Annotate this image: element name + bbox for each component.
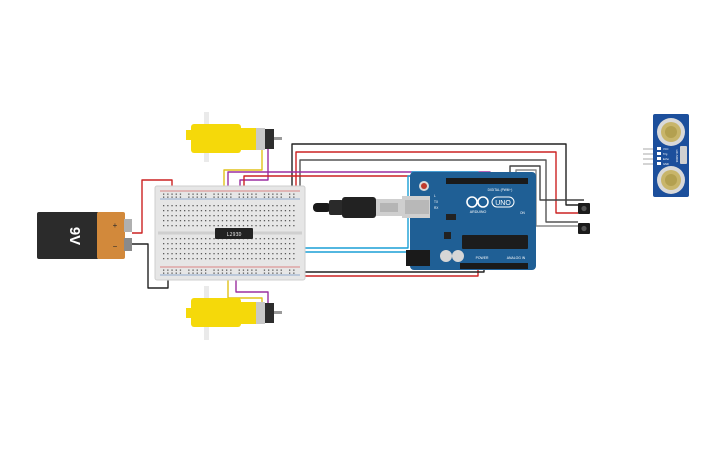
ultrasonic-sensor[interactable]: VCC Trig Echo GND HC-SR04 (643, 114, 689, 197)
ir-sensor-2[interactable] (578, 223, 590, 234)
wire-battery-positive[interactable] (132, 179, 173, 234)
dc-motor-bottom[interactable] (186, 286, 282, 340)
ultrasonic-model-label: HC-SR04 (675, 150, 679, 163)
ultrasonic-pin-gnd: GND (663, 162, 669, 166)
dc-motor-top[interactable] (186, 112, 282, 162)
l293d-chip[interactable]: L293D (215, 228, 253, 239)
ultrasonic-pin-trig: Trig (663, 152, 668, 156)
arduino-on-label: ON (520, 211, 525, 215)
arduino-analog-label: ANALOG IN (507, 256, 526, 260)
ultrasonic-pin-echo: Echo (663, 157, 669, 161)
arduino-digital-label: DIGITAL (PWM~) (488, 188, 513, 192)
battery-9v[interactable]: 9V + − (37, 212, 132, 259)
arduino-rx-label: RX (434, 206, 439, 210)
arduino-model-label: UNO (495, 200, 511, 207)
wire-black-top[interactable] (291, 143, 578, 206)
wire-red-top[interactable] (295, 151, 578, 214)
ir-sensor-1[interactable] (578, 203, 590, 214)
battery-minus-sign: − (113, 242, 118, 251)
arduino-l-label: L (434, 194, 436, 198)
wire-battery-negative[interactable] (132, 243, 169, 289)
arduino-brand-label: ARDUINO (470, 210, 487, 214)
wire-sensor-1[interactable] (509, 165, 584, 201)
arduino-uno-board[interactable]: UNO ARDUINO TX RX L DIGITAL (PWM~) POWER… (402, 172, 536, 270)
arduino-power-label: POWER (476, 256, 489, 260)
battery-plus-sign: + (113, 221, 118, 230)
chip-label: L293D (226, 232, 241, 238)
wire-red-power[interactable] (300, 268, 479, 277)
ultrasonic-pin-vcc: VCC (663, 147, 669, 151)
arduino-tx-label: TX (434, 200, 439, 204)
battery-voltage-label: 9V (66, 227, 83, 245)
usb-cable[interactable] (313, 197, 402, 218)
